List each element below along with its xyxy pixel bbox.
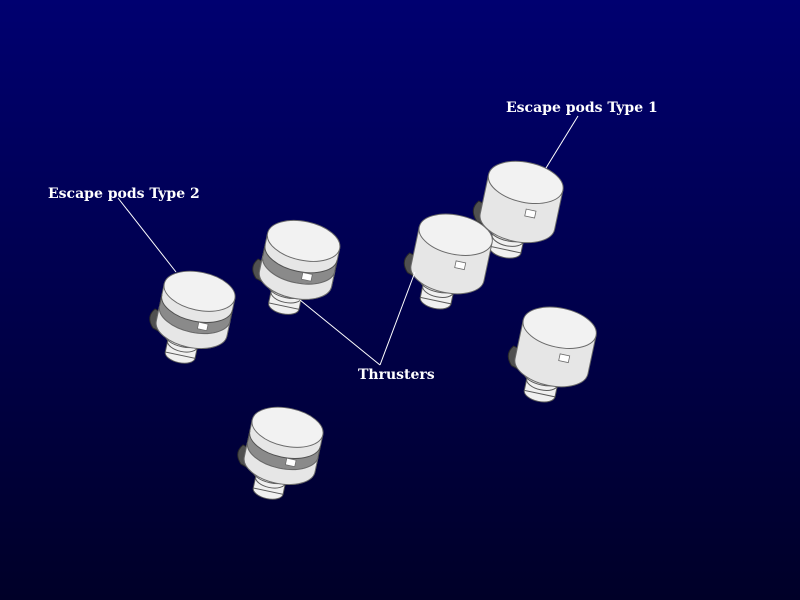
escape-pod-type1 bbox=[507, 306, 597, 403]
pod-hatch bbox=[196, 321, 209, 332]
pod-hatch bbox=[284, 457, 297, 468]
leader-thruster-right bbox=[379, 271, 416, 366]
label-thrusters: Thrusters bbox=[358, 367, 435, 383]
leader-lines bbox=[117, 115, 579, 366]
leader-type2 bbox=[117, 197, 177, 273]
pod-hatch bbox=[454, 260, 467, 271]
pods-layer bbox=[149, 160, 597, 500]
escape-pod-type2 bbox=[149, 270, 236, 364]
label-type2: Escape pods Type 2 bbox=[48, 186, 200, 202]
leader-thruster-left bbox=[299, 299, 381, 366]
pod-hatch bbox=[558, 353, 571, 364]
escape-pod-type2 bbox=[252, 219, 341, 315]
escape-pod-type1 bbox=[403, 213, 493, 310]
pod-hatch bbox=[524, 208, 537, 219]
leader-type1 bbox=[545, 115, 579, 169]
escape-pod-type1 bbox=[472, 160, 564, 259]
escape-pod-type2 bbox=[237, 406, 324, 500]
label-type1: Escape pods Type 1 bbox=[506, 100, 658, 116]
pod-hatch bbox=[300, 272, 313, 282]
